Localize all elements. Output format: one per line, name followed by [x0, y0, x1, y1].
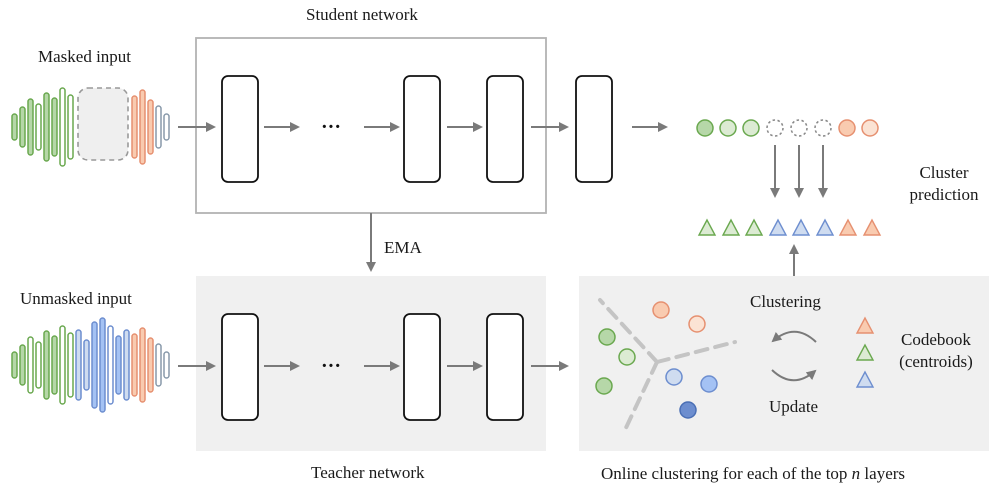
prediction-head	[575, 75, 613, 183]
teacher-layer-2	[403, 313, 441, 421]
predicted-circles	[696, 119, 879, 137]
online-clustering-box	[579, 276, 989, 451]
cluster-points	[595, 301, 718, 419]
target-triangles	[697, 218, 882, 236]
student-layers	[221, 75, 613, 183]
cluster-prediction-label: Cluster prediction	[904, 162, 984, 206]
masked-input-waveform	[11, 87, 170, 167]
codebook-line1: Codebook	[901, 330, 971, 349]
update-label: Update	[769, 397, 819, 416]
teacher-layer-3	[486, 313, 524, 421]
cluster-prediction-line2: prediction	[909, 185, 979, 204]
student-layer-1	[221, 75, 259, 183]
unmasked-input-waveform	[11, 317, 170, 413]
clustering-label: Clustering	[750, 292, 821, 311]
masked-input-label: Masked input	[38, 47, 132, 66]
prediction-arrows	[770, 145, 828, 198]
cluster-prediction-line1: Cluster	[919, 163, 969, 182]
student-network-label: Student network	[306, 5, 418, 24]
unmasked-input-label: Unmasked input	[20, 289, 132, 308]
codebook-triangles	[855, 316, 875, 388]
ema-label: EMA	[384, 238, 422, 257]
mask-region	[77, 87, 129, 161]
cycle-arrows	[771, 330, 817, 382]
online-clustering-text: Online clustering for each of the top	[601, 464, 848, 483]
online-clustering-tail: layers	[864, 464, 906, 483]
student-layer-3	[486, 75, 524, 183]
online-clustering-label: Online clustering for each of the top n …	[601, 464, 905, 484]
online-clustering-n: n	[851, 464, 861, 483]
teacher-network-label: Teacher network	[311, 463, 425, 482]
student-ellipsis: ···	[321, 116, 341, 138]
codebook-line2: (centroids)	[899, 352, 973, 371]
teacher-ellipsis: ···	[321, 355, 341, 377]
codebook-label: Codebook (centroids)	[886, 329, 986, 373]
student-layer-2	[403, 75, 441, 183]
teacher-layers	[221, 313, 524, 421]
cluster-boundaries	[598, 298, 737, 434]
teacher-layer-1	[221, 313, 259, 421]
